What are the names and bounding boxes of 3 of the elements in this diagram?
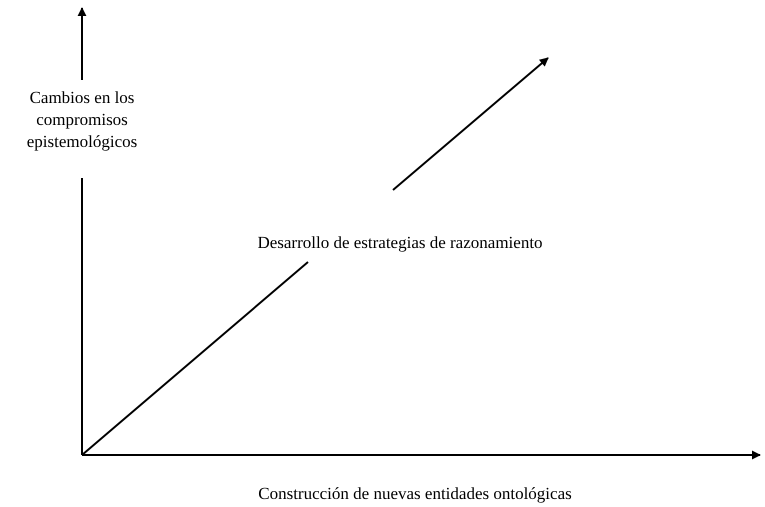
axis-label: Construcción de nuevas entidades ontológicas — [257, 483, 573, 505]
axis-label: Desarrollo de estrategias de razonamiento — [256, 232, 544, 254]
axis-label: Cambios en los compromisos epistemológicos — [26, 87, 138, 153]
